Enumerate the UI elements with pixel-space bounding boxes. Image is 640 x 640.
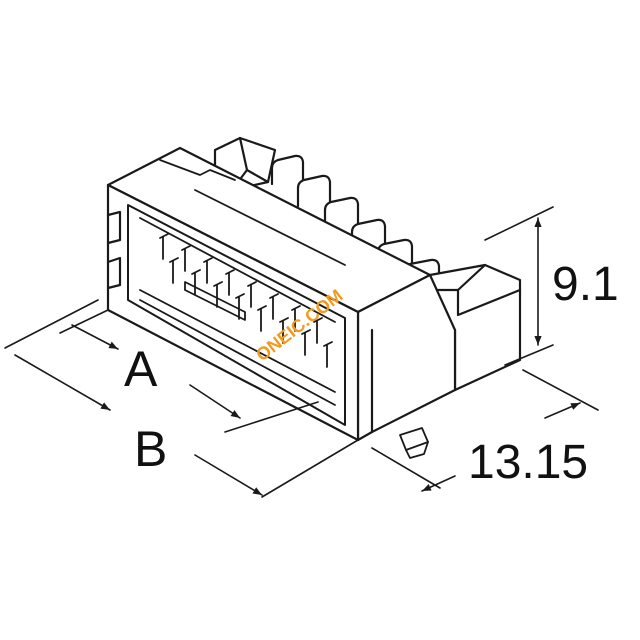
dimension-line-b-right bbox=[194, 454, 263, 496]
mounting-peg bbox=[399, 427, 429, 459]
lower-pin-row bbox=[169, 257, 333, 368]
dimension-line-b-left bbox=[14, 354, 111, 411]
dimension-label-depth: 13.15 bbox=[468, 436, 588, 489]
dimension-label-a: A bbox=[124, 341, 158, 397]
dimension-label-height: 9.1 bbox=[552, 258, 619, 311]
extension-line-left-b bbox=[4, 299, 99, 349]
dimension-line-depth-front bbox=[421, 475, 456, 492]
upper-pin-row bbox=[159, 233, 323, 344]
left-wall-notches bbox=[106, 210, 122, 290]
dimension-line-a-left bbox=[71, 324, 119, 350]
extension-line-right-a bbox=[224, 401, 319, 433]
dimension-line-depth-rear bbox=[544, 402, 581, 419]
extension-line-depth-rear bbox=[522, 369, 599, 411]
extension-line-right-b bbox=[261, 439, 359, 498]
extension-line-left-a bbox=[59, 309, 109, 334]
dimension-line-a-right bbox=[189, 384, 241, 419]
extension-line-height-bottom bbox=[504, 344, 554, 366]
extension-line-height-top bbox=[484, 206, 554, 241]
extension-line-depth-front bbox=[371, 447, 441, 489]
dimension-label-b: B bbox=[134, 421, 167, 477]
polarization-key bbox=[184, 281, 246, 321]
